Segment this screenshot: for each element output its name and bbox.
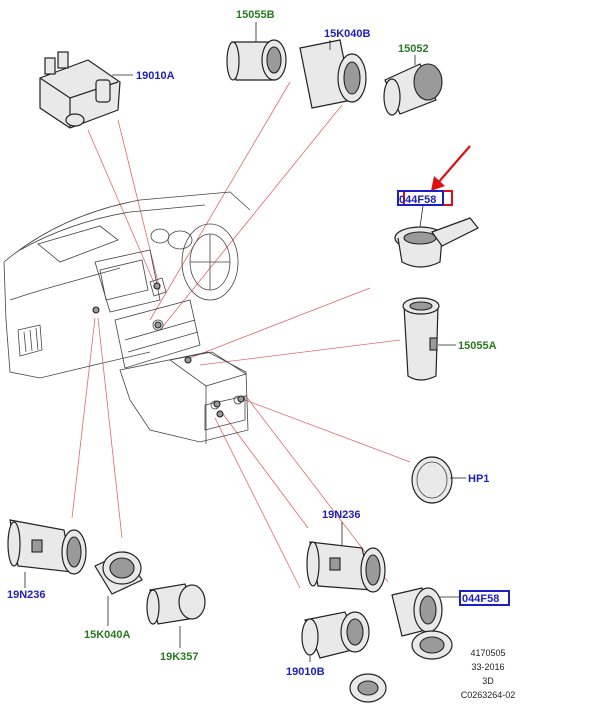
part-15052-cap	[383, 55, 443, 116]
reference-block: 4170505 33-2016 3D C0263264-02	[461, 648, 516, 700]
label-15052: 15052	[398, 43, 429, 55]
part-19N236-right-socket	[306, 522, 386, 593]
part-044F58-bezel-bottom	[391, 587, 460, 660]
part-19010A-module	[39, 51, 133, 129]
label-19010A: 19010A	[136, 70, 175, 82]
reference-line-4: C0263264-02	[461, 690, 516, 700]
part-19K357-cap	[146, 583, 206, 648]
leader-lines	[71, 81, 411, 589]
label-15K040A: 15K040A	[84, 629, 131, 641]
dashboard-sketch	[3, 191, 251, 444]
label-19N236-left: 19N236	[7, 589, 46, 601]
part-15055B-socket	[226, 22, 287, 81]
label-044F58-bottom: 044F58	[462, 593, 499, 605]
part-labels: 15055B 15K040B 15052 19010A 044F58 15055…	[7, 9, 499, 678]
label-15055B: 15055B	[236, 9, 275, 21]
red-arrow	[436, 145, 471, 185]
part-15K040A-ring	[94, 551, 143, 626]
blue-highlight-box-top	[397, 190, 444, 206]
reference-line-2: 33-2016	[471, 662, 504, 672]
label-19K357: 19K357	[160, 651, 199, 663]
label-HP1: HP1	[468, 473, 489, 485]
label-15K040B: 15K040B	[324, 28, 371, 40]
part-19010B-socket	[301, 611, 387, 703]
reference-line-3: 3D	[482, 676, 494, 686]
part-044F58-bezel-top	[394, 205, 479, 268]
reference-line-1: 4170505	[470, 648, 505, 658]
part-15055A-socket	[402, 297, 456, 381]
label-19N236-right: 19N236	[322, 509, 361, 521]
red-arrow-head	[431, 176, 445, 191]
label-19010B: 19010B	[286, 666, 325, 678]
part-HP1-cover	[411, 456, 466, 504]
label-15055A: 15055A	[458, 340, 497, 352]
part-19N236-left-socket	[7, 519, 87, 588]
highlight-annotations	[397, 145, 510, 606]
blue-highlight-box-bottom	[459, 590, 510, 606]
part-15K040B-ring	[299, 39, 367, 109]
label-044F58-top: 044F58	[399, 194, 436, 206]
